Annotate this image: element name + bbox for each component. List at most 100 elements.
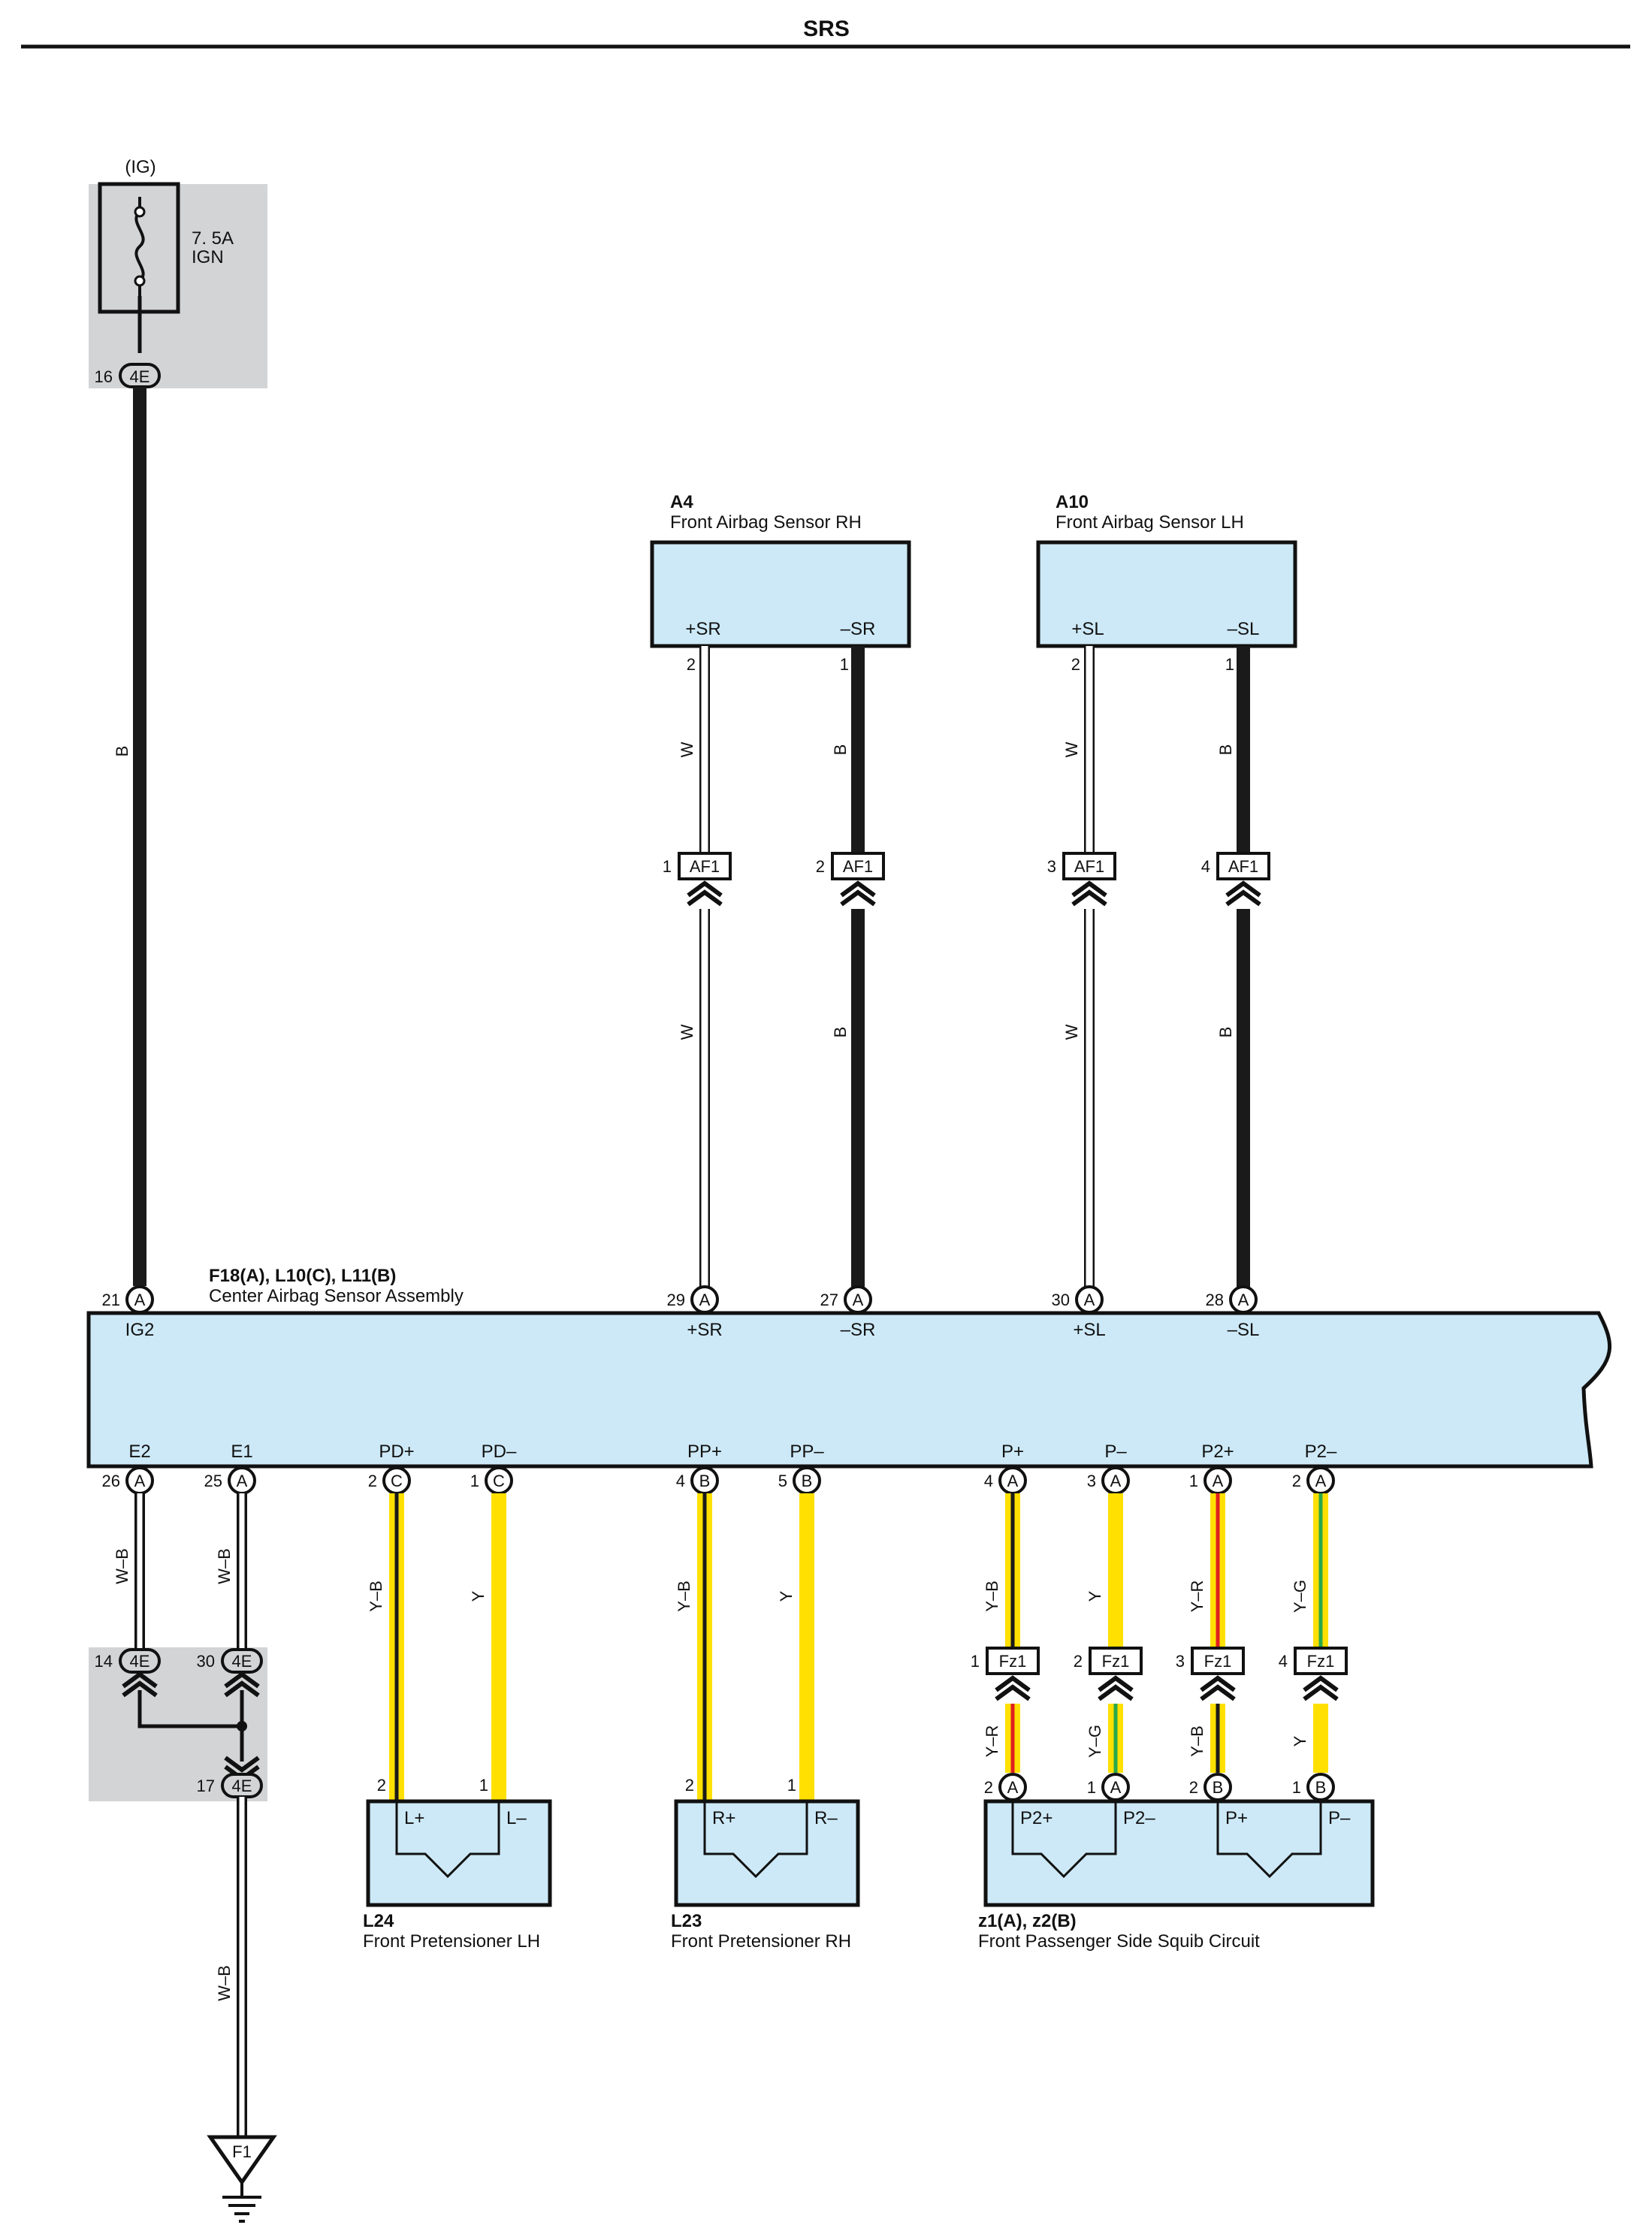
squib-name: Front Passenger Side Squib Circuit	[978, 1931, 1260, 1952]
term-p2-neg-label: P2–	[1305, 1442, 1337, 1462]
wire-sr-pos-lower-color: W	[678, 1024, 696, 1040]
pretensioner-rh-term-pos: R+	[712, 1808, 735, 1828]
center-top-terminal-ig2-pin: 21	[102, 1291, 120, 1309]
term-pd-neg-pin: 1	[470, 1472, 479, 1490]
fz1-connector-3-label: Fz1	[1204, 1652, 1232, 1671]
term-p2-neg-conn: A	[1315, 1472, 1327, 1490]
fz1-connector-1	[986, 1647, 1040, 1699]
sensor-lh-name: Front Airbag Sensor LH	[1056, 512, 1244, 533]
af1-connector-2	[831, 852, 885, 904]
pretensioner-lh-term-pos: L+	[404, 1808, 424, 1828]
sensor-lh-pin-neg: 1	[1225, 655, 1234, 674]
fuse-terminal-top	[134, 206, 146, 218]
term-e2-label: E2	[128, 1442, 150, 1462]
af1-connector-4-pin: 4	[1201, 857, 1210, 876]
af1-connector-4	[1216, 852, 1270, 904]
center-top-terminal-ig2-conn: A	[134, 1291, 146, 1309]
squib-term-p-pos-pin: 2	[1189, 1778, 1198, 1797]
af1-connector-2-label: AF1	[843, 857, 873, 876]
wire-sr-pos-upper-color: W	[678, 741, 696, 757]
fuse-symbol	[134, 197, 145, 296]
wire-sl-pos-upper-color: W	[1062, 741, 1081, 757]
ground-symbol	[207, 2135, 277, 2223]
wire-sl-pos-lower-color: W	[1062, 1024, 1081, 1040]
squib-code: z1(A), z2(B)	[978, 1911, 1077, 1931]
term-p2-pos-pin: 1	[1189, 1472, 1198, 1490]
fuse-connector-label: 4E	[130, 367, 150, 386]
pretensioner-rh-symbol	[703, 1801, 808, 1879]
wire-ground-color: W–B	[215, 1965, 234, 2001]
fz1-connector-1-pin: 1	[971, 1652, 980, 1671]
sensor-lh-box	[1036, 540, 1297, 648]
wire-z-p-pos-color: Y–B	[1188, 1725, 1207, 1757]
squib-term-p2-pos-pin: 2	[984, 1778, 993, 1797]
fz1-connector-4	[1294, 1647, 1348, 1699]
wire-z-p2-neg-color: Y–G	[1086, 1725, 1104, 1758]
af1-connector-3-pin: 3	[1047, 857, 1056, 876]
sensor-rh-pin-neg: 1	[840, 655, 849, 674]
squib-term-p2-neg-pin: 1	[1087, 1778, 1096, 1797]
page-title: SRS	[803, 17, 850, 41]
center-top-terminal-sl-pos	[1075, 1285, 1104, 1314]
term-p-neg-conn: A	[1110, 1472, 1122, 1490]
pretensioner-rh-pin-neg: 1	[787, 1776, 796, 1795]
term-pd-neg-label: PD–	[482, 1442, 517, 1462]
junction-connector-out-pin: 17	[197, 1777, 215, 1795]
center-top-terminal-sr-neg-pin: 27	[820, 1291, 838, 1309]
wire-p-pos-color: Y–B	[983, 1580, 1001, 1612]
squib-term-p2-neg-conn: A	[1110, 1778, 1122, 1797]
center-code: F18(A), L10(C), L11(B)	[209, 1266, 396, 1286]
term-p-neg-label: P–	[1104, 1442, 1127, 1462]
junction-connector-e1-pin: 30	[197, 1652, 215, 1671]
wire-sr-neg-lower-color: B	[831, 1027, 850, 1038]
junction-connector-e2-label: 4E	[130, 1652, 150, 1671]
af1-connector-3	[1062, 852, 1116, 904]
center-top-terminal-ig2	[125, 1285, 154, 1314]
squib-term-p-neg-conn: B	[1315, 1778, 1327, 1797]
squib-term-p-pos-conn: B	[1213, 1778, 1224, 1797]
term-p-pos-pin: 4	[984, 1472, 993, 1490]
term-pp-neg-pin: 5	[778, 1472, 787, 1490]
center-top-terminal-sr-neg-term: –SR	[841, 1320, 876, 1340]
wire-ig2-color: B	[113, 746, 131, 757]
term-pp-pos-pin: 4	[676, 1472, 685, 1490]
wire-sl-neg-lower-color: B	[1216, 1027, 1235, 1038]
term-pp-neg-label: PP–	[790, 1442, 824, 1462]
sensor-lh-pin-pos: 2	[1071, 655, 1080, 674]
wire-p2-neg-color: Y–G	[1291, 1580, 1309, 1613]
center-top-terminal-sl-neg-conn: A	[1238, 1291, 1249, 1309]
fz1-connector-3	[1191, 1647, 1245, 1699]
term-e2-conn: A	[134, 1472, 146, 1490]
center-name: Center Airbag Sensor Assembly	[209, 1286, 464, 1306]
af1-connector-1	[678, 852, 732, 904]
sensor-rh-term-neg: –SR	[841, 619, 876, 639]
pretensioner-rh-code: L23	[671, 1911, 702, 1931]
fz1-connector-4-label: Fz1	[1307, 1652, 1335, 1671]
term-pd-neg-conn: C	[493, 1472, 505, 1490]
wire-z-p2-pos-color: Y–R	[983, 1725, 1001, 1758]
af1-connector-1-pin: 1	[663, 857, 672, 876]
af1-connector-2-pin: 2	[816, 857, 825, 876]
term-p-pos-conn: A	[1007, 1472, 1019, 1490]
term-p-pos-label: P+	[1001, 1442, 1024, 1462]
pretensioner-rh-term-neg: R–	[814, 1808, 838, 1828]
junction-connector-out-label: 4E	[232, 1777, 252, 1795]
sensor-lh-code: A10	[1056, 492, 1089, 512]
squib-symbol-z1	[1011, 1801, 1117, 1879]
sensor-rh-term-pos: +SR	[685, 619, 720, 639]
junction-connector-e2-pin: 14	[95, 1652, 113, 1671]
pretensioner-lh-name: Front Pretensioner LH	[363, 1931, 540, 1952]
squib-terminals	[998, 1773, 1335, 1801]
pretensioner-lh-pin-pos: 2	[377, 1776, 386, 1795]
term-p-neg-pin: 3	[1087, 1472, 1096, 1490]
term-pd-pos-conn: C	[391, 1472, 403, 1490]
fz1-connector-4-pin: 4	[1279, 1652, 1288, 1671]
center-top-terminal-sl-neg	[1229, 1285, 1258, 1314]
fz1-connector-2-pin: 2	[1074, 1652, 1083, 1671]
wire-sr-neg-upper-color: B	[831, 744, 850, 756]
pretensioner-rh-pin-pos: 2	[685, 1776, 694, 1795]
pretensioner-rh-name: Front Pretensioner RH	[671, 1931, 851, 1952]
fz1-connector-2-label: Fz1	[1102, 1652, 1130, 1671]
wire-e1-color: W–B	[215, 1548, 234, 1584]
